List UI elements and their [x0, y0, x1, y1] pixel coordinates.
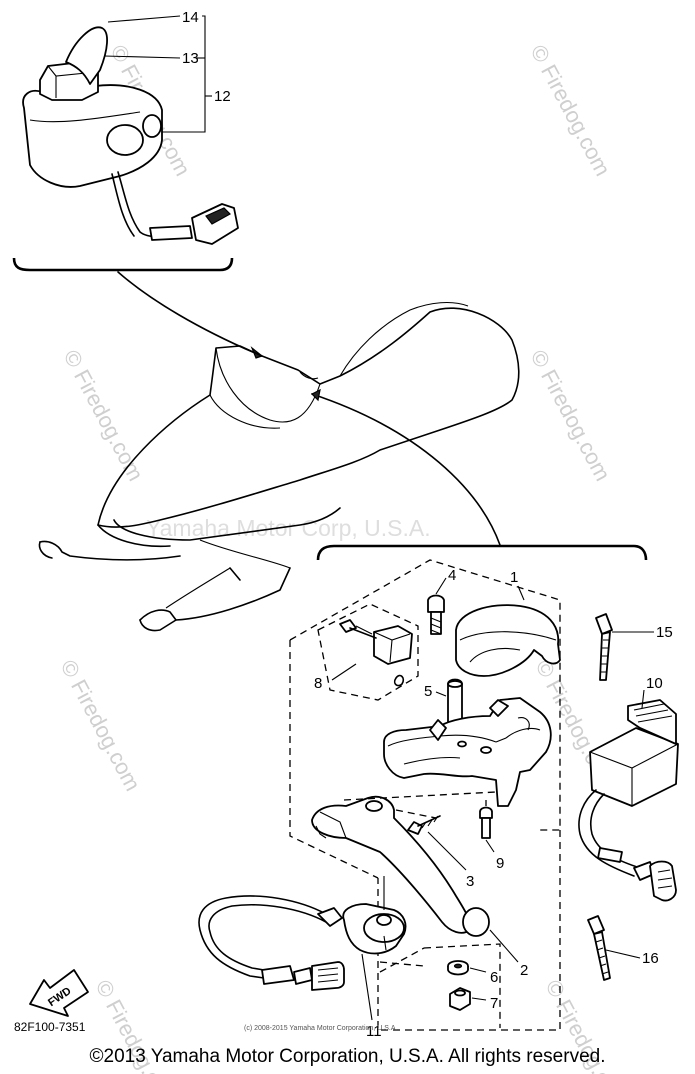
callout-5: 5 — [424, 683, 432, 700]
callout-16: 16 — [642, 950, 659, 967]
group-bracket-top — [12, 257, 234, 272]
callout-2: 2 — [520, 962, 528, 979]
part-3-screw — [407, 815, 441, 835]
part-grip-cap — [455, 604, 561, 677]
callout-14: 14 — [182, 9, 199, 26]
callout-12: 12 — [214, 88, 231, 105]
callout-9: 9 — [496, 855, 504, 872]
part-2-lever — [311, 795, 490, 937]
callout-8: 8 — [314, 675, 322, 692]
lead-line-to-sled — [117, 271, 263, 357]
part-lever-bracket — [383, 697, 552, 807]
callout-3: 3 — [466, 873, 474, 890]
snowmobile-outline — [38, 301, 520, 632]
switch-cover — [65, 26, 108, 85]
fwd-arrow: FWD — [29, 969, 89, 1017]
callout-6: 6 — [490, 969, 498, 986]
switch-dial — [106, 124, 144, 156]
callout-10: 10 — [646, 675, 663, 692]
watermark-firedog: © Firedog.com — [526, 346, 616, 485]
callout-13: 13 — [182, 50, 199, 67]
switch-assembly-12 — [22, 15, 239, 245]
part-4-bolt — [427, 594, 445, 635]
group-bracket-lower — [316, 544, 648, 561]
callout-15: 15 — [656, 624, 673, 641]
sled-hood — [97, 307, 520, 528]
part-10-relay — [578, 699, 679, 902]
small-copyright: (c) 2008-2015 Yamaha Motor Corporation, … — [244, 1025, 398, 1032]
callout-7: 7 — [490, 995, 498, 1012]
part-11-sensor — [198, 876, 407, 991]
ski-left — [139, 567, 291, 621]
part-16-cable-tie — [587, 915, 611, 981]
callout-4: 4 — [448, 567, 456, 584]
part-7-nut — [449, 987, 471, 1011]
callout-11: 11 — [366, 1023, 382, 1040]
part-6-washer — [447, 960, 469, 976]
assembly-8-outline — [317, 603, 419, 701]
lead-line-lower — [311, 393, 501, 546]
switch-housing — [22, 84, 163, 188]
part-number: 82F100-7351 — [14, 1020, 86, 1034]
watermark-firedog: © Firedog.com — [56, 656, 146, 795]
part-8-switch — [339, 619, 413, 687]
sled-side-panel — [113, 507, 341, 541]
part-9-bolt — [479, 806, 493, 839]
footer-copyright: ©2013 Yamaha Motor Corporation, U.S.A. A… — [89, 1046, 606, 1067]
watermark-firedog: © Firedog.com — [526, 41, 616, 180]
part-15-cable-tie — [595, 613, 613, 681]
watermark-firedog: © Firedog.com — [59, 346, 149, 485]
switch-connector — [191, 203, 239, 245]
assembly-1-outline — [289, 559, 561, 831]
callout-1: 1 — [510, 569, 518, 586]
watermark-center: Yamaha Motor Corp, U.S.A. — [146, 515, 431, 541]
sensor-cable — [198, 895, 327, 979]
